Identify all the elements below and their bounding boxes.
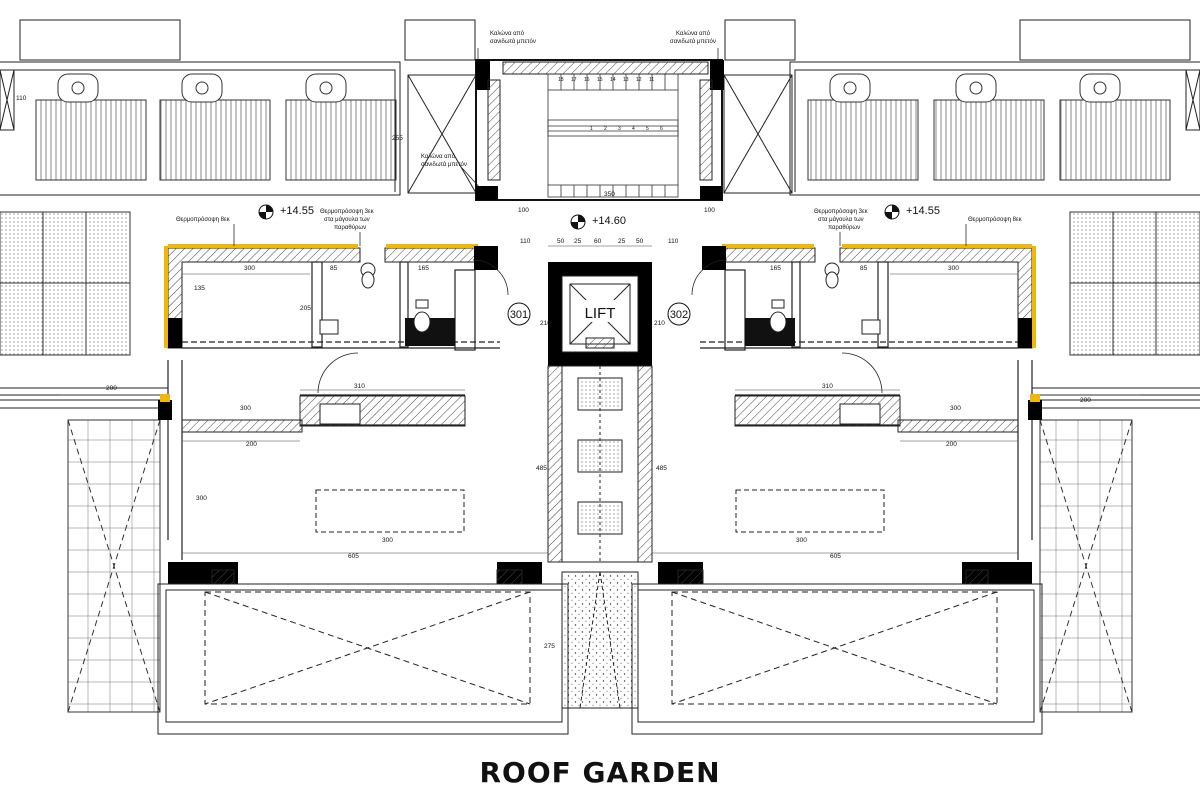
svg-text:16: 16 bbox=[584, 77, 590, 83]
elevation-right-label: +14.55 bbox=[906, 205, 940, 217]
dim-60: 60 bbox=[594, 238, 602, 245]
note-chimney-inner-1: Καλώνα από bbox=[421, 153, 456, 160]
dim-135-left: 135 bbox=[194, 285, 205, 292]
dim-200-right: 200 bbox=[946, 441, 957, 448]
dimension-numbers: 300 85 165 135 205 210 210 310 300 200 3… bbox=[16, 95, 1091, 650]
svg-text:6: 6 bbox=[660, 126, 663, 132]
svg-text:13: 13 bbox=[623, 77, 629, 83]
dim-25-b: 25 bbox=[618, 238, 626, 245]
elevation-left-label: +14.55 bbox=[280, 205, 314, 217]
svg-text:3: 3 bbox=[618, 126, 621, 132]
dim-485-right: 485 bbox=[656, 465, 667, 472]
room-301-label: 301 bbox=[510, 309, 528, 321]
svg-text:14: 14 bbox=[610, 77, 616, 83]
svg-text:5: 5 bbox=[646, 126, 649, 132]
svg-text:12: 12 bbox=[636, 77, 642, 83]
svg-text:17: 17 bbox=[571, 77, 577, 83]
terraces bbox=[0, 387, 1200, 713]
page-title: ROOF GARDEN bbox=[479, 756, 721, 789]
dim-605-right: 605 bbox=[830, 553, 841, 560]
elevation-marker-left: +14.55 bbox=[258, 204, 314, 220]
elevation-center-label: +14.60 bbox=[592, 215, 626, 227]
garden-beds bbox=[157, 583, 1043, 735]
dim-205-left: 205 bbox=[300, 305, 311, 312]
note-insulation-left-inner-3: παραθύρων bbox=[334, 225, 366, 231]
note-chimney-right-1: Καλώνα από bbox=[676, 30, 711, 37]
dim-300-left-2: 300 bbox=[240, 405, 251, 412]
dim-485-left: 485 bbox=[536, 465, 547, 472]
dim-200-terrace-right: 200 bbox=[1080, 397, 1091, 404]
dim-310-right: 310 bbox=[822, 383, 833, 390]
dim-275: 275 bbox=[544, 643, 555, 650]
dim-110-top: 110 bbox=[16, 95, 27, 102]
room-302-label: 302 bbox=[670, 309, 688, 321]
svg-text:4: 4 bbox=[632, 126, 635, 132]
dim-85-right: 85 bbox=[860, 265, 868, 272]
dim-300-right: 300 bbox=[948, 265, 959, 272]
room-tag-301: 301 bbox=[507, 302, 531, 326]
dim-110-b: 110 bbox=[668, 238, 679, 245]
dim-300-right-2: 300 bbox=[950, 405, 961, 412]
dim-210-left: 210 bbox=[540, 320, 551, 327]
note-chimney-right-2: σανιδωτά μπετόν bbox=[670, 38, 716, 45]
note-insulation-right-inner-3: παραθύρων bbox=[828, 225, 860, 231]
dim-300-right-3: 300 bbox=[796, 537, 807, 544]
note-insulation-right-inner-1: Θερμοπρόσοψη 3εκ bbox=[814, 208, 869, 215]
elevation-marker-center: +14.60 bbox=[570, 214, 626, 230]
edge-boxes bbox=[0, 69, 1200, 131]
side-dotted-panels bbox=[0, 211, 1200, 356]
dim-110-a: 110 bbox=[520, 238, 531, 245]
dim-165-left: 165 bbox=[418, 265, 429, 272]
dim-200-left: 200 bbox=[246, 441, 257, 448]
svg-text:11: 11 bbox=[649, 77, 654, 83]
svg-text:1: 1 bbox=[590, 126, 593, 132]
dim-100-a: 100 bbox=[518, 207, 529, 214]
svg-text:15: 15 bbox=[597, 77, 603, 83]
elevation-marker-right: +14.55 bbox=[884, 204, 940, 220]
note-chimney-left-1: Καλώνα από bbox=[490, 30, 525, 37]
svg-text:2: 2 bbox=[604, 126, 607, 132]
solar-panels bbox=[35, 73, 1171, 181]
top-structures bbox=[0, 19, 1200, 196]
central-corridor bbox=[547, 365, 653, 709]
dimension-lines bbox=[60, 245, 1140, 554]
dim-165-right: 165 bbox=[770, 265, 781, 272]
note-insulation-left-inner-1: Θερμοπρόσοψη 3εκ bbox=[320, 208, 375, 215]
leader-lines bbox=[233, 48, 967, 246]
dim-300-left: 300 bbox=[244, 265, 255, 272]
annotation-notes: Καλώνα από σανιδωτά μπετόν Καλώνα από σα… bbox=[176, 30, 1023, 231]
svg-text:18: 18 bbox=[558, 77, 564, 83]
dim-25-a: 25 bbox=[574, 238, 582, 245]
dim-255: 255 bbox=[392, 135, 403, 142]
room-tag-302: 302 bbox=[667, 302, 691, 326]
note-insulation-left-inner-2: στα μάγουλα των bbox=[324, 216, 370, 223]
note-insulation-right: Θερμοπρόσοψη 8εκ bbox=[968, 216, 1023, 223]
note-insulation-right-inner-2: στα μάγουλα των bbox=[818, 216, 864, 223]
note-insulation-left: Θερμοπρόσοψη 8εκ bbox=[176, 216, 231, 223]
dim-100-b: 100 bbox=[704, 207, 715, 214]
dim-350: 350 bbox=[604, 191, 615, 198]
note-chimney-inner-2: σανιδωτά μπετόν bbox=[421, 161, 467, 168]
note-chimney-left-2: σανιδωτά μπετόν bbox=[490, 38, 536, 45]
apartment-301 bbox=[164, 244, 542, 585]
dim-85-left: 85 bbox=[330, 265, 338, 272]
lift-label: LIFT bbox=[585, 305, 616, 322]
dim-605-left: 605 bbox=[348, 553, 359, 560]
dim-50-a: 50 bbox=[557, 238, 565, 245]
dim-200-terrace-left: 200 bbox=[106, 385, 117, 392]
apartment-302 bbox=[658, 244, 1036, 585]
dim-50-b: 50 bbox=[636, 238, 644, 245]
dim-300-left-3: 300 bbox=[196, 495, 207, 502]
dim-210-right: 210 bbox=[654, 320, 665, 327]
dim-300-left-4: 300 bbox=[382, 537, 393, 544]
dim-310-left: 310 bbox=[354, 383, 365, 390]
